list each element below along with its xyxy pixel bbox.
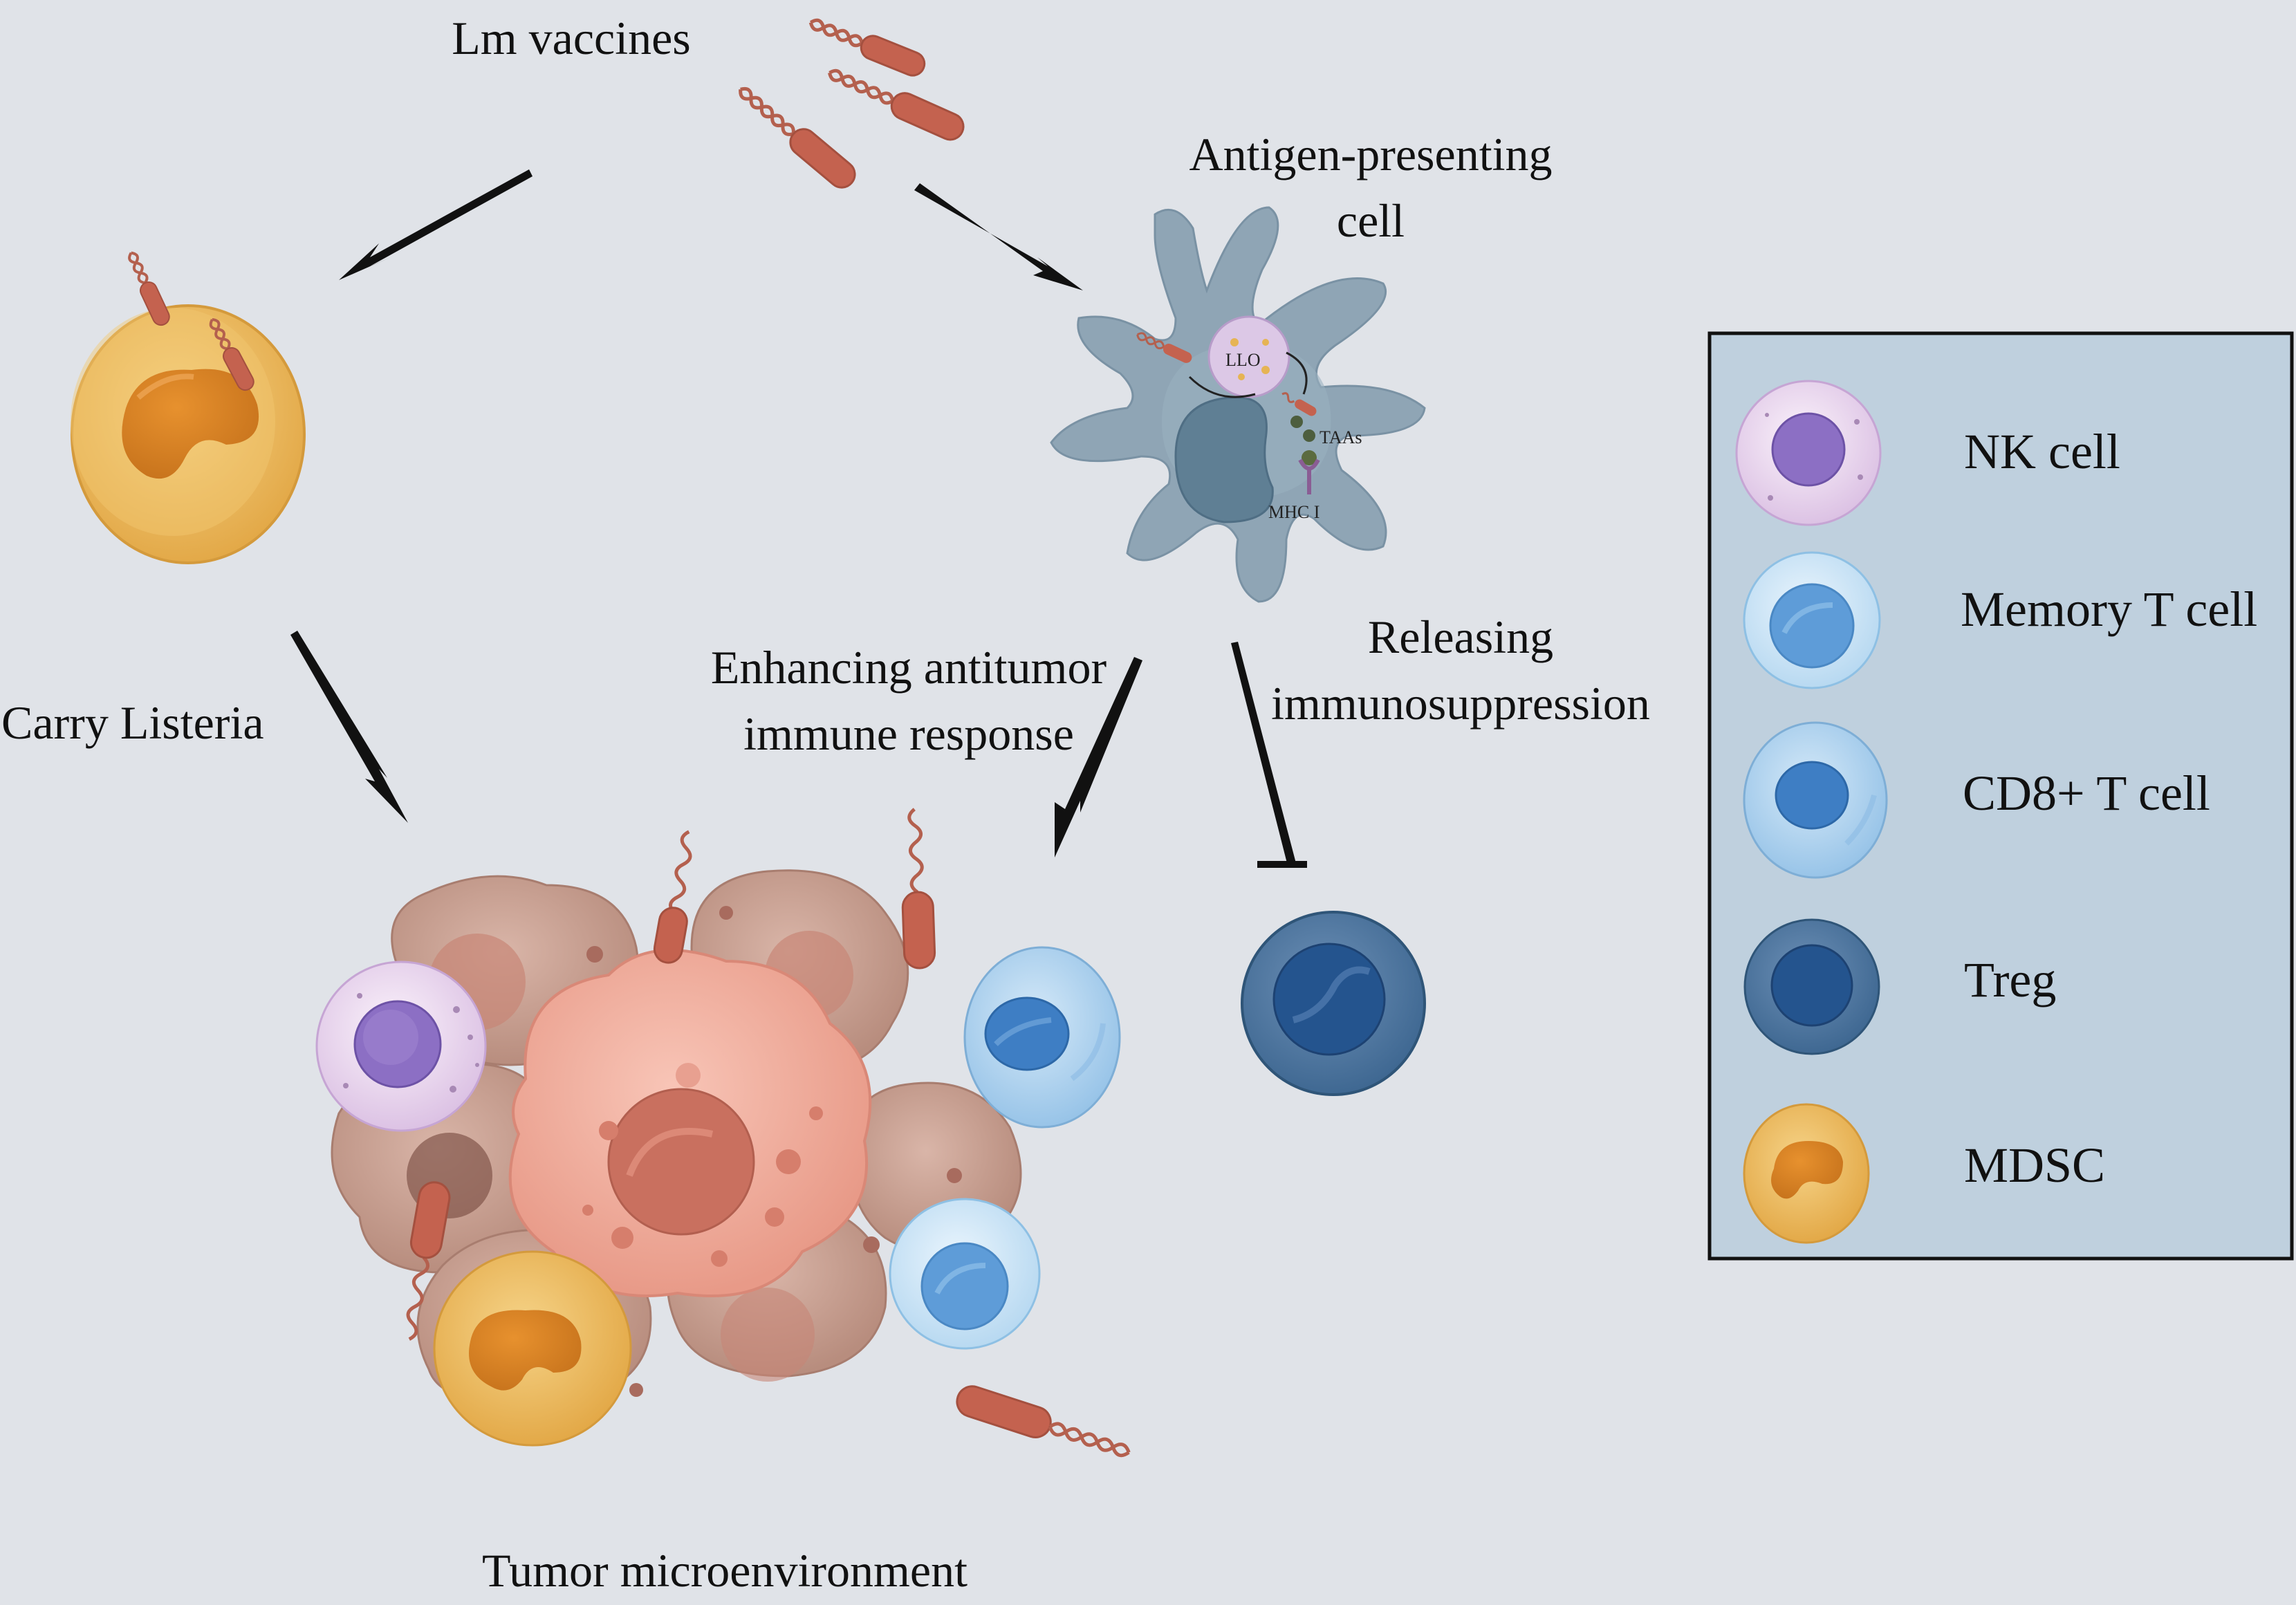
bacterium-icon: [901, 808, 936, 970]
legend-label-cd8-t-cell: CD8+ T cell: [1963, 766, 2210, 821]
label-releasing-line2: immunosuppression: [1271, 677, 1650, 730]
legend-label-mdsc: MDSC: [1964, 1138, 2106, 1193]
label-mhc1: MHC I: [1268, 502, 1320, 522]
bacterium-icon: [653, 830, 692, 964]
bacterium-icon: [128, 251, 170, 326]
mdsc-carrying-listeria: [71, 251, 306, 564]
label-enhancing-line2: immune response: [743, 707, 1074, 760]
cd8-t-cell-icon: [1743, 721, 1888, 879]
llo-vesicle: [1207, 315, 1290, 398]
bacterium-icon: [1281, 392, 1317, 416]
taa-dot: [1290, 416, 1303, 428]
legend-label-memory-t-cell: Memory T cell: [1961, 582, 2258, 637]
label-tumor-microenvironment: Tumor microenvironment: [482, 1544, 968, 1597]
bacterium-icon: [209, 318, 254, 391]
label-apc-line1: Antigen-presenting: [1189, 128, 1553, 180]
legend-label-treg: Treg: [1964, 952, 2057, 1008]
arrow-mdsc-to-tumor: [290, 631, 408, 823]
label-lm-vaccines: Lm vaccines: [452, 12, 691, 64]
lm-bacteria-group: [739, 18, 965, 189]
bacterium-icon: [956, 1385, 1131, 1458]
cd8-t-cell: [963, 946, 1121, 1129]
arrow-lm-to-apc: [914, 183, 1083, 290]
memory-t-cell: [889, 1198, 1041, 1350]
inhibition-arrow-apc-to-treg: [1231, 642, 1307, 868]
taa-dot: [1303, 429, 1315, 442]
bacterium-icon: [1136, 332, 1192, 363]
nk-cell-icon: [1735, 380, 1882, 526]
antigen-presenting-cell: [1050, 206, 1426, 603]
label-carry-listeria: Carry Listeria: [1, 696, 264, 749]
apc-nucleus: [1174, 396, 1274, 523]
nk-cell: [315, 961, 487, 1132]
taa-dot: [1302, 450, 1317, 465]
arrow-lm-to-mdsc: [339, 169, 533, 280]
legend-label-nk-cell: NK cell: [1964, 424, 2120, 479]
label-enhancing-line1: Enhancing antitumor: [710, 641, 1107, 694]
arrows: [290, 169, 1307, 868]
mhc1-receptor: [1298, 458, 1320, 494]
memory-t-cell-icon: [1743, 551, 1881, 689]
label-releasing-line1: Releasing: [1367, 611, 1554, 663]
label-llo: LLO: [1225, 350, 1261, 370]
legend-box: [1707, 331, 2294, 1261]
bacterium-icon: [828, 68, 965, 141]
tumor-cluster: [315, 808, 1131, 1458]
arrow-apc-to-tumor: [1055, 657, 1142, 857]
treg-cell: [1241, 911, 1426, 1096]
bacterium-icon: [406, 1181, 451, 1341]
bacterium-icon: [808, 18, 926, 77]
mdsc-icon: [1743, 1103, 1870, 1244]
treg-icon: [1743, 918, 1880, 1055]
bacterium-icon: [739, 86, 856, 189]
mdsc-cell: [433, 1250, 632, 1447]
label-taas: TAAs: [1320, 427, 1362, 447]
label-apc-line2: cell: [1336, 194, 1405, 247]
